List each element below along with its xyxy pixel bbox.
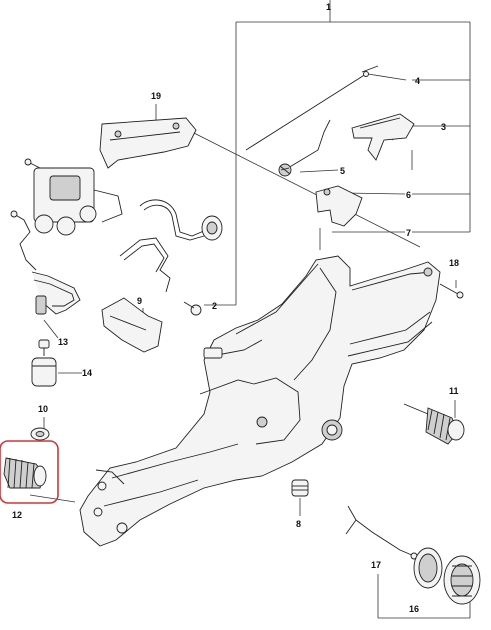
label-part-4: 4: [415, 76, 420, 86]
fuel-filter-part: [31, 339, 57, 387]
label-part-14: 14: [82, 368, 92, 378]
screw-part: [439, 283, 464, 299]
highlight-box: [0, 440, 59, 504]
label-part-17: 17: [371, 560, 381, 570]
label-part-18: 18: [449, 258, 459, 268]
cover-plate-part: [99, 117, 197, 169]
label-part-9: 9: [137, 296, 142, 306]
fuel-hose-part: [31, 271, 81, 315]
label-part-3: 3: [441, 122, 446, 132]
bracket-part: [101, 297, 163, 353]
label-part-5: 5: [340, 166, 345, 176]
label-part-16: 16: [409, 604, 419, 614]
label-part-1: 1: [326, 2, 331, 12]
handle-tank-body: [79, 255, 441, 547]
pickup-part: [345, 505, 418, 560]
label-part-13: 13: [58, 337, 68, 347]
throttle-lockout-part: [315, 185, 363, 227]
av-spring-part: [403, 403, 465, 445]
front-av-spring-part: [0, 440, 59, 504]
plug-part: [291, 479, 309, 497]
spring-part: [278, 119, 331, 177]
fuel-cap-part: [413, 547, 481, 605]
carburetor-assembly: [10, 158, 123, 271]
label-part-7: 7: [406, 228, 411, 238]
label-part-12: 12: [12, 510, 22, 520]
throttle-rod-part: [245, 65, 379, 151]
label-part-8: 8: [296, 519, 301, 529]
label-part-6: 6: [406, 190, 411, 200]
label-part-10: 10: [38, 404, 48, 414]
label-part-2: 2: [212, 301, 217, 311]
throttle-trigger-part: [351, 113, 415, 161]
washer-part: [30, 427, 50, 441]
wiring-harness-part: [119, 199, 223, 316]
label-part-19: 19: [151, 91, 161, 101]
label-part-11: 11: [449, 386, 459, 396]
